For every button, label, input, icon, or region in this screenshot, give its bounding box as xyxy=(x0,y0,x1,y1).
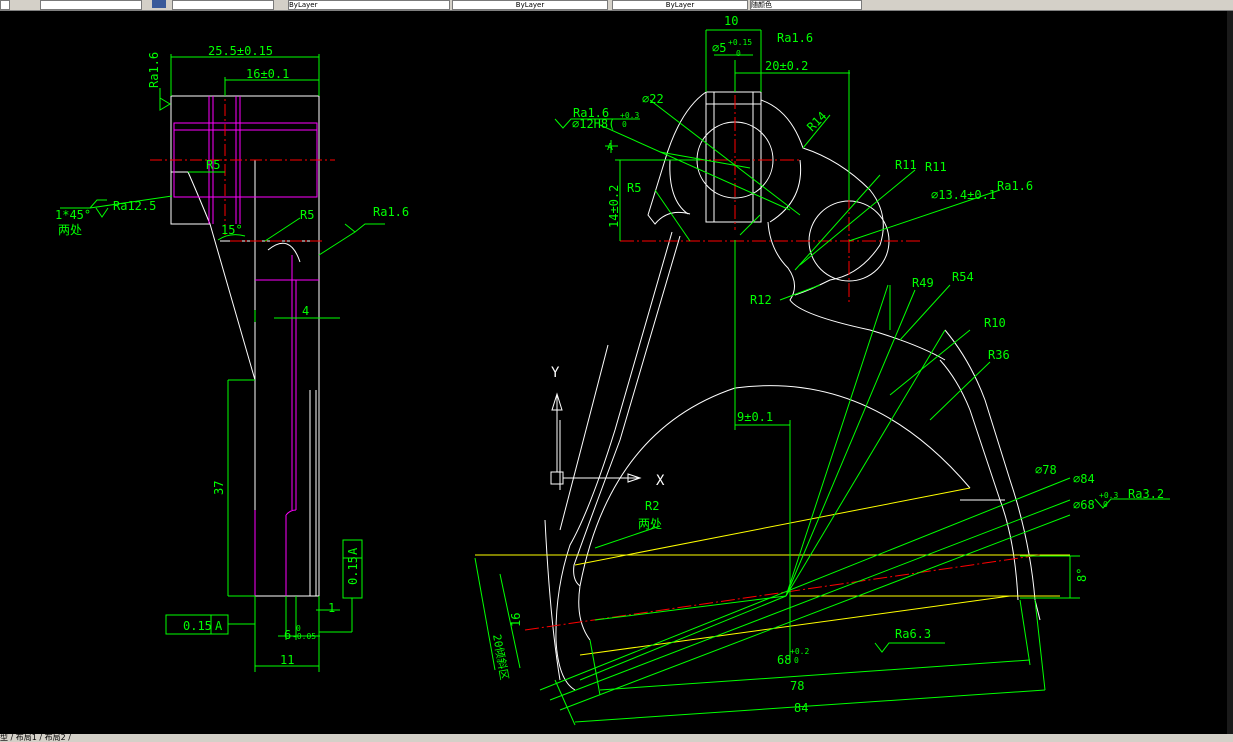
tolerance-right-value: 0.15 xyxy=(346,556,360,585)
dim-78-label: 78 xyxy=(790,679,804,693)
r11-right-label: R11 xyxy=(925,160,947,174)
dim-9-label: 9±0.1 xyxy=(737,410,773,424)
angle-8-label: 8° xyxy=(1075,568,1089,582)
r5-top-label: R5 xyxy=(206,158,220,172)
layer-manager-icon[interactable] xyxy=(152,0,166,8)
r5-mid-label: R5 xyxy=(300,208,314,222)
hole-13-label: ⌀13.4±0.1 xyxy=(931,188,996,202)
dim-6-tol-upper: 0 xyxy=(296,624,301,633)
dia-84-label: ⌀84 xyxy=(1073,472,1095,486)
plotstyle-combo[interactable]: 随颜色 xyxy=(750,0,862,10)
dia-68-tol-lower: 0 xyxy=(1103,500,1108,509)
r12-label: R12 xyxy=(750,293,772,307)
dia-68-label: ⌀68 xyxy=(1073,498,1095,512)
tolerance-bottom-value: 0.15 xyxy=(183,619,212,633)
dim-68-tol-upper: +0.2 xyxy=(790,647,809,656)
chamfer-label: 1*45° xyxy=(55,208,91,222)
hole-5-tol-lower: 0 xyxy=(736,49,741,58)
dim-68-tol-lower: 0 xyxy=(794,656,799,665)
color-combo[interactable]: ByLayer xyxy=(288,0,450,10)
draw-icon[interactable] xyxy=(0,0,10,10)
ra-12h8-label: Ra1.6 xyxy=(573,106,609,120)
dim-6-tol-lower: -0.05 xyxy=(292,632,316,641)
lineweight-combo[interactable]: ByLayer xyxy=(612,0,748,10)
properties-toolbar: ByLayer ByLayer ByLayer 随颜色 xyxy=(0,0,1233,11)
r36-label: R36 xyxy=(988,348,1010,362)
chamfer-note-label: 两处 xyxy=(58,223,82,237)
vertical-scrollbar[interactable] xyxy=(1227,11,1233,734)
dim-37-label: 37 xyxy=(212,481,226,495)
dia-78-label: ⌀78 xyxy=(1035,463,1057,477)
ucs-x-label: X xyxy=(656,473,665,489)
hole-12h8-tol-upper: +0.3 xyxy=(620,111,639,120)
r49-label: R49 xyxy=(912,276,934,290)
dim-inner-label: 16±0.1 xyxy=(246,67,289,81)
hole-5-label: ⌀5 xyxy=(712,41,726,55)
dim-68-label: 68 xyxy=(777,653,791,667)
plotstyle-combo-value: 随颜色 xyxy=(751,1,772,9)
hole-5-tol-upper: +0.15 xyxy=(728,38,752,47)
dim-11-label: 11 xyxy=(280,653,294,667)
dim-84-label: 84 xyxy=(794,701,808,715)
tolerance-right-datum: A xyxy=(346,547,360,555)
r5-right-label: R5 xyxy=(627,181,641,195)
datum-a-label: A xyxy=(607,142,613,153)
color-combo-value: ByLayer xyxy=(289,1,318,9)
layout-tabs-label[interactable]: 型 / 布局1 / 布局2 / xyxy=(0,734,71,742)
ra-68-label: Ra3.2 xyxy=(1128,487,1164,501)
dim-14-label: 14±0.2 xyxy=(607,185,621,228)
dim-4-label: 4 xyxy=(302,304,309,318)
left-view: 25.5±0.15 16±0.1 Ra1.6 R5 R5 1*45° 两处 Ra… xyxy=(55,44,409,672)
ra-hole-5-label: Ra1.6 xyxy=(777,31,813,45)
ra-bottom-label: Ra6.3 xyxy=(895,627,931,641)
dia-22-label: ⌀22 xyxy=(642,92,664,106)
dim-1-label: 1 xyxy=(328,601,335,615)
layer-combo[interactable] xyxy=(40,0,142,10)
hole-12h8-label: ⌀12H8( xyxy=(572,117,615,131)
angle-label: 15° xyxy=(221,223,243,237)
dim-16-label: 16 xyxy=(509,613,523,627)
r54-label: R54 xyxy=(952,270,974,284)
ra-13-label: Ra1.6 xyxy=(997,179,1033,193)
lineweight-combo-value: ByLayer xyxy=(665,1,695,9)
ra-chamfer-label: Ra12.5 xyxy=(113,199,156,213)
ra-right-label: Ra1.6 xyxy=(373,205,409,219)
r14-label: R14 xyxy=(804,109,829,134)
r10-label: R10 xyxy=(984,316,1006,330)
r11-left-label: R11 xyxy=(895,158,917,172)
dim-width-label: 25.5±0.15 xyxy=(208,44,273,58)
drawing-canvas[interactable]: 25.5±0.15 16±0.1 Ra1.6 R5 R5 1*45° 两处 Ra… xyxy=(0,11,1233,734)
r2-label: R2 xyxy=(645,499,659,513)
cad-drawing[interactable]: 25.5±0.15 16±0.1 Ra1.6 R5 R5 1*45° 两处 Ra… xyxy=(0,11,1233,734)
dim-6-label: 6 xyxy=(284,628,291,642)
hole-12h8-tol-lower: 0 xyxy=(622,120,627,129)
layout-tabs[interactable]: 型 / 布局1 / 布局2 / xyxy=(0,734,1233,742)
linetype-combo[interactable]: ByLayer xyxy=(452,0,608,10)
right-view: 10 ⌀5 +0.15 0 Ra1.6 20±0.2 ⌀22 Ra1.6 ⌀12… xyxy=(474,14,1170,726)
dim-10-label: 10 xyxy=(724,14,738,28)
r2-note-label: 两处 xyxy=(638,517,662,531)
dia-68-tol-upper: +0.3 xyxy=(1099,491,1118,500)
layer-state-combo[interactable] xyxy=(172,0,274,10)
linetype-combo-value: ByLayer xyxy=(515,1,545,9)
tolerance-bottom-datum: A xyxy=(215,619,223,633)
dim-20-label: 20±0.2 xyxy=(765,59,808,73)
ucs-y-label: Y xyxy=(551,365,560,381)
ra-top-label: Ra1.6 xyxy=(147,52,161,88)
